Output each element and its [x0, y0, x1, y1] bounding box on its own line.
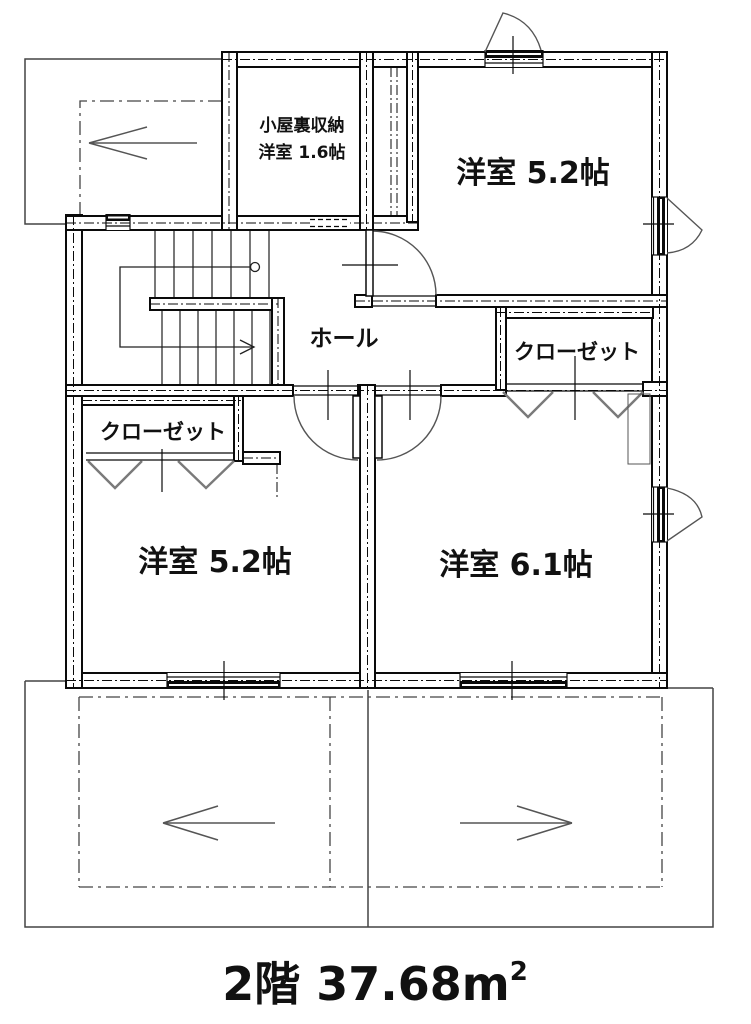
room-label-bedroom-bottom-left: 洋室 5.2帖 — [138, 545, 292, 580]
room-label-attic-storage-line2: 洋室 1.6帖 — [258, 142, 345, 163]
roof-slope-arrow-bottom-right — [460, 805, 573, 841]
closet-right-bifold-doors — [502, 391, 644, 419]
door-bedroom-bottom-left — [293, 395, 361, 461]
room-label-attic-storage-line1: 小屋裏収納 — [260, 115, 345, 136]
door-bedroom-bottom-right — [374, 395, 442, 461]
closet-right-side-panel — [627, 393, 651, 465]
floor-area-title-unit: m — [462, 957, 510, 1011]
roof-slope-arrow-left-top — [88, 126, 197, 160]
window-stairwell — [105, 214, 131, 230]
floor-area-title-prefix: 2階 37.68 — [222, 957, 462, 1011]
window-right-upper-casement — [652, 196, 667, 256]
doors — [87, 12, 703, 542]
closet-left-bifold-doors — [87, 460, 235, 490]
attic-entrance-opening — [310, 217, 350, 229]
room-labels: 小屋裏収納 洋室 1.6帖 洋室 5.2帖 ホール クローゼット クローゼット … — [100, 115, 640, 583]
door-bedroom-top-right — [365, 229, 437, 297]
window-bedroom-bottom-right — [459, 673, 568, 689]
staircase — [119, 230, 271, 385]
room-label-closet-right: クローゼット — [514, 340, 640, 364]
openings — [86, 217, 643, 461]
floor-area-title: 2階 37.68m2 — [222, 957, 528, 1011]
room-label-closet-left: クローゼット — [100, 420, 226, 444]
room-label-bedroom-bottom-right: 洋室 6.1帖 — [439, 548, 593, 583]
room-label-hall: ホール — [310, 326, 379, 352]
opening-center-ticks — [161, 36, 674, 700]
roof-outline-bottom — [24, 680, 714, 928]
roof-outline-top-left — [24, 58, 222, 225]
windows — [105, 50, 667, 689]
stair-direction-arrow — [119, 261, 261, 355]
roof-slope-arrow-bottom-left — [162, 805, 275, 841]
stair-treads-upper — [154, 230, 270, 298]
casement-swing-top — [484, 12, 542, 53]
casement-swing-right-upper — [666, 197, 703, 254]
window-top-balcony-door — [484, 50, 544, 67]
floor-area-title-exponent: 2 — [510, 957, 528, 987]
casement-swing-right-lower — [666, 487, 703, 542]
room-label-bedroom-top-right: 洋室 5.2帖 — [456, 156, 610, 191]
